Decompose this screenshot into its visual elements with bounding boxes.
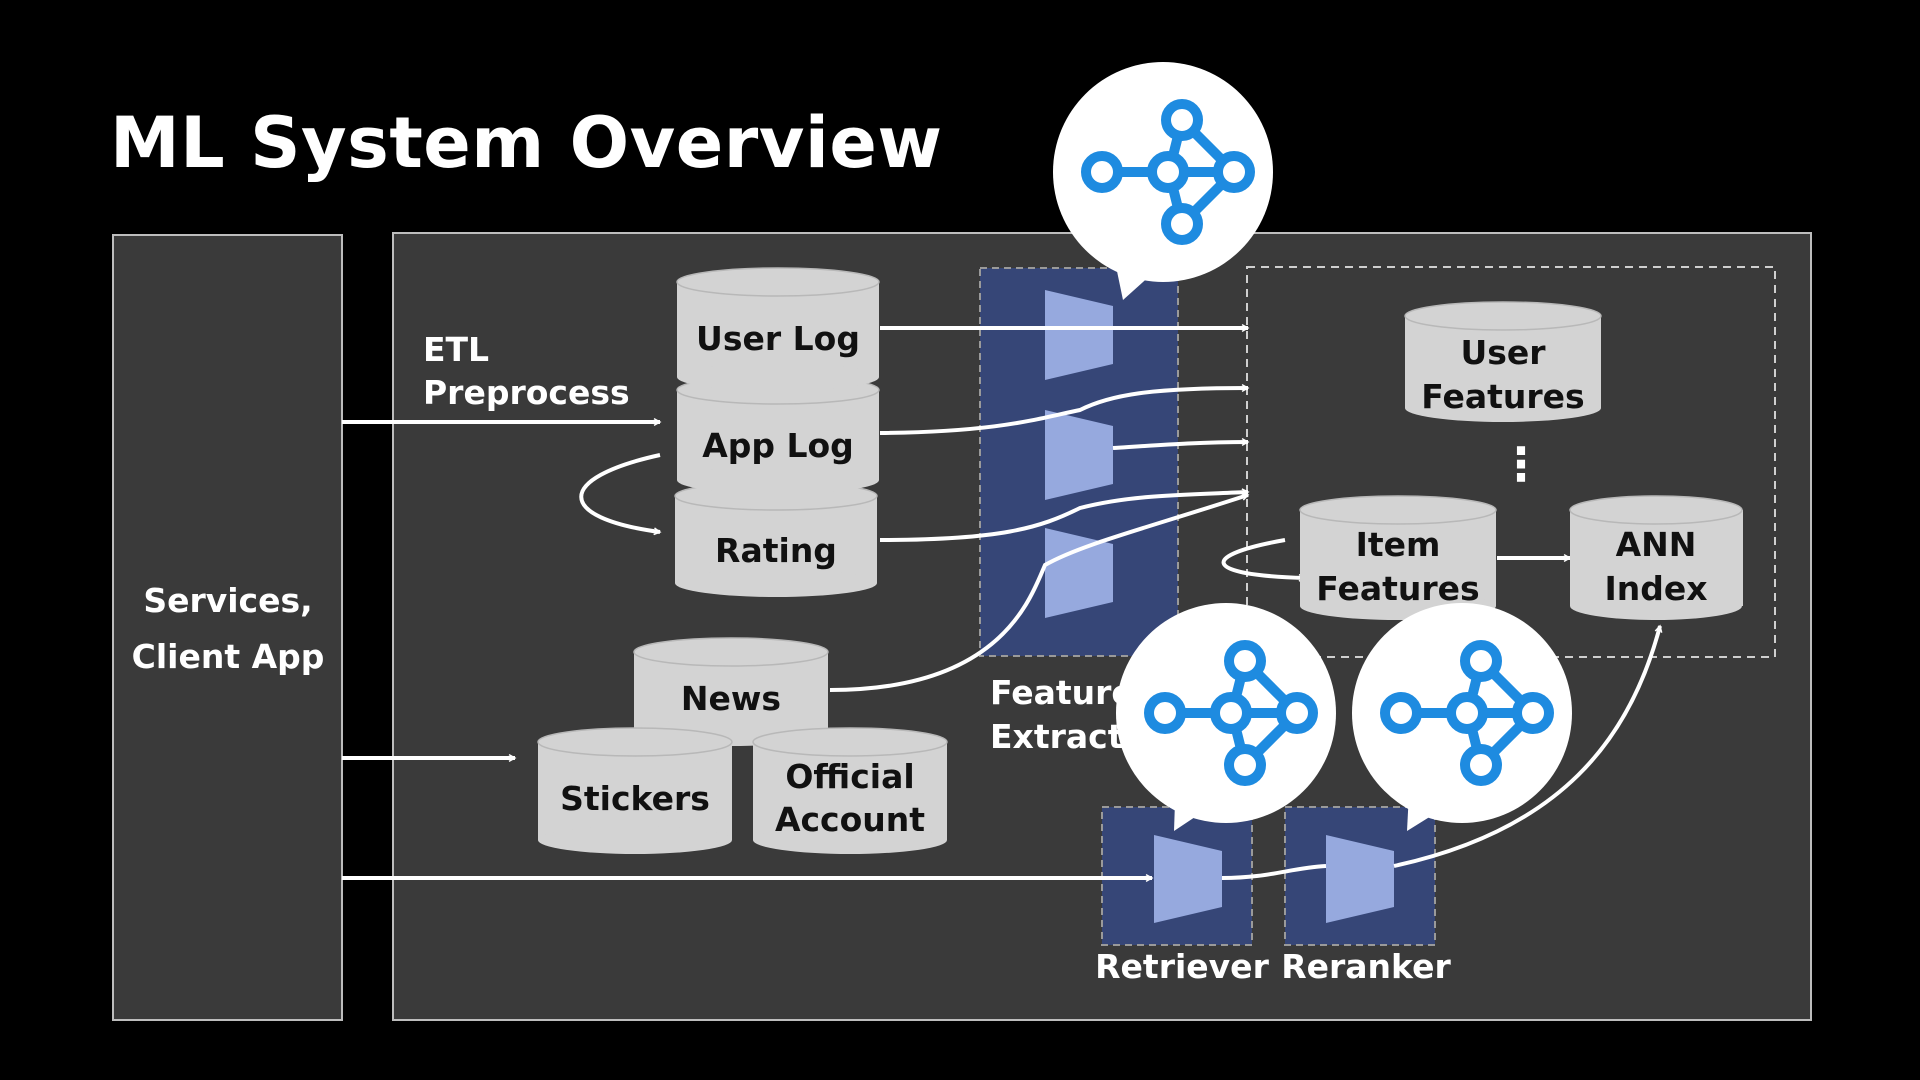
funnel-shape [1045,290,1113,380]
page-title: ML System Overview [110,102,943,184]
services-label-line1: Services, [143,581,312,620]
ann-index-cylinder: ANN Index [1569,495,1743,620]
item-features-loop-arrow [1221,538,1305,578]
ann-index-label-line2: Index [1604,569,1707,608]
app-log-flow [879,388,1248,435]
user-log-label: User Log [696,319,860,358]
user-features-label-line1: User [1460,333,1546,372]
user-log-cylinder: User Log [676,267,880,391]
official-account-label-line1: Official [785,757,914,796]
ml-pipeline-icon [1380,640,1554,786]
reranker-to-ann-flow [1393,626,1660,868]
ann-index-label-line1: ANN [1616,525,1697,564]
retriever-to-reranker-flow [1221,864,1327,880]
rating-cylinder: Rating [674,481,878,597]
official-account-cylinder: Official Account [752,727,948,854]
funnel-shape [1326,835,1394,923]
app-log-flow-2 [1112,442,1248,450]
user-features-cylinder: User Features [1404,301,1602,422]
funnel-shape [1045,528,1113,618]
ml-pipeline-icon [1081,99,1255,245]
app-log-label: App Log [702,426,854,465]
etl-label-line1: ETL [423,330,489,369]
user-features-label-line2: Features [1421,377,1584,416]
feature-extraction-label-line1: Feature [990,673,1134,712]
ml-pipeline-icon [1144,640,1318,786]
more-features-ellipsis: ⋮ [1498,437,1544,491]
funnel-shape [1154,835,1222,923]
retriever-label: Retriever [1095,947,1269,986]
news-flow [829,495,1248,692]
rating-flow [879,492,1248,542]
reranker-label: Reranker [1281,947,1451,986]
official-account-label-line2: Account [775,800,925,839]
services-panel [112,234,343,1021]
news-label: News [681,679,781,718]
app-log-to-rating-arrow [579,453,660,532]
item-features-label-line1: Item [1356,525,1441,564]
ml-pipeline-icon-bubble [1116,603,1336,831]
item-features-cylinder: Item Features [1299,495,1497,620]
ml-pipeline-icon-bubble [1352,603,1572,831]
stickers-label: Stickers [560,779,710,818]
stickers-cylinder: Stickers [537,727,733,854]
connectors [342,328,1660,878]
rating-label: Rating [715,531,837,570]
funnel-shape [1045,410,1113,500]
app-log-cylinder: App Log [676,375,880,494]
item-features-label-line2: Features [1316,569,1479,608]
ml-pipeline-icon-bubble [1053,62,1273,300]
etl-label-line2: Preprocess [423,373,630,412]
services-label-line2: Client App [132,637,325,676]
